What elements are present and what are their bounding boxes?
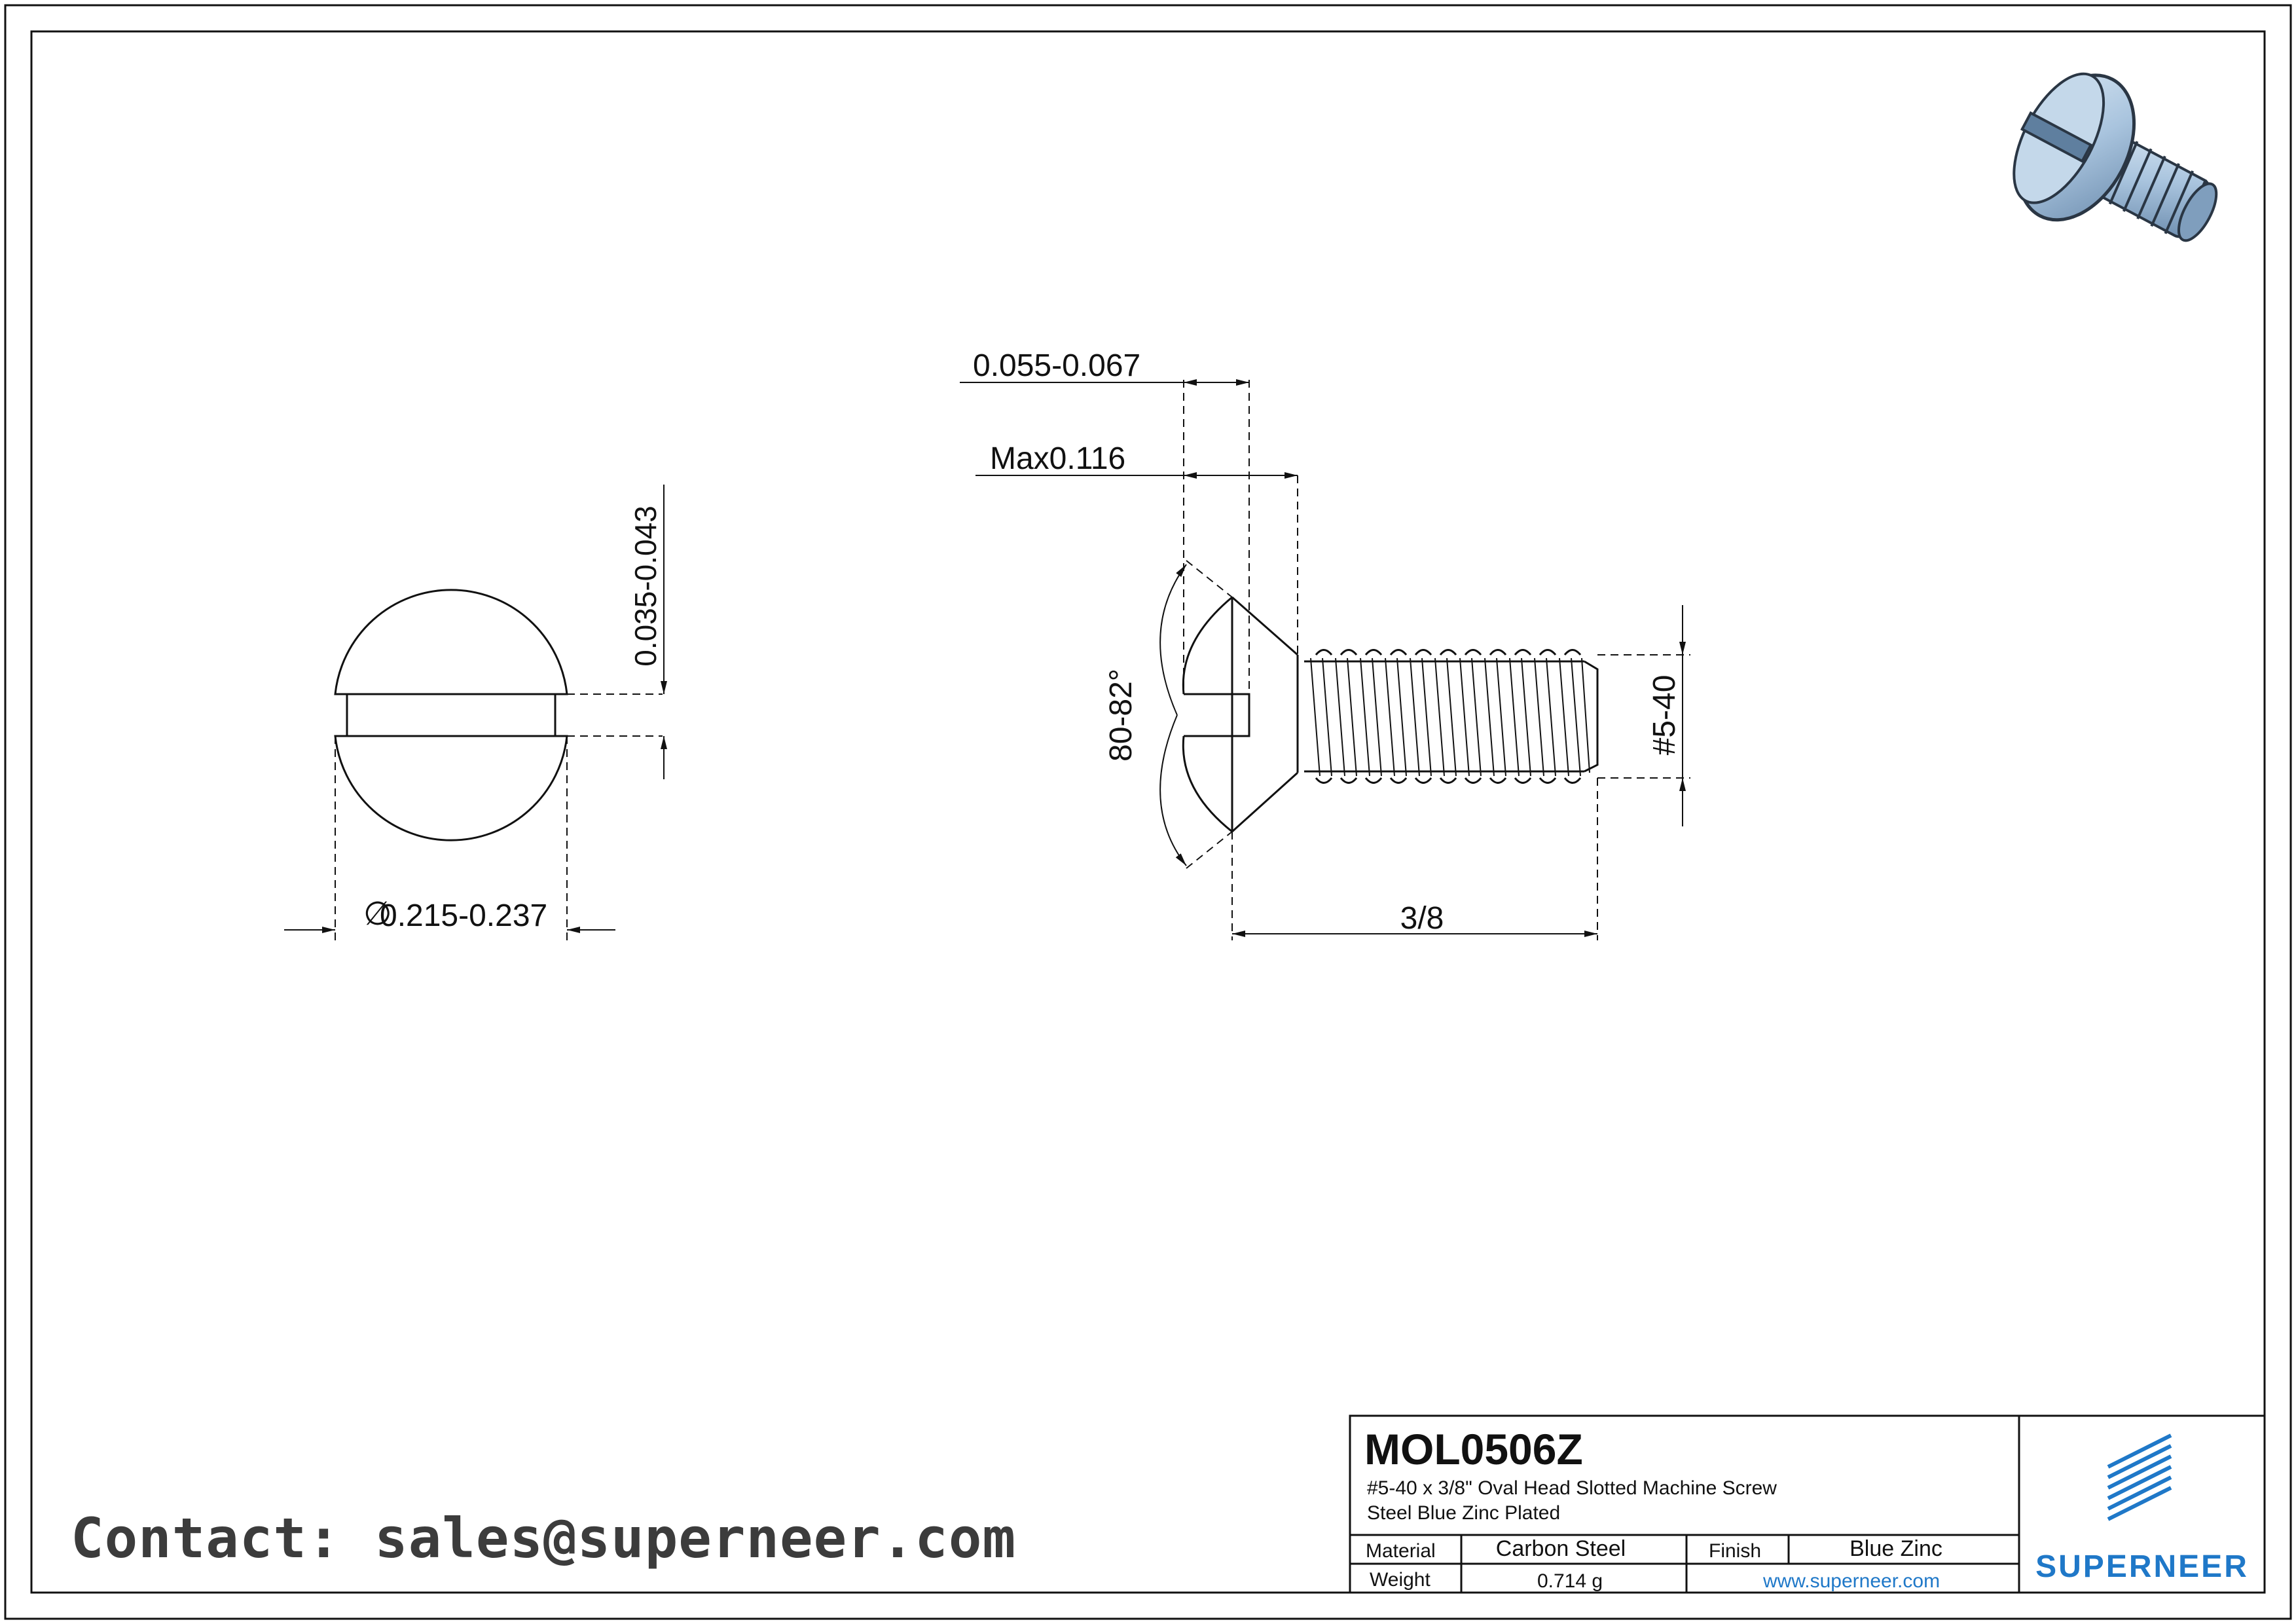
screw-3d-preview <box>2013 72 2218 242</box>
angle-dimension <box>1159 560 1233 869</box>
material-value: Carbon Steel <box>1496 1536 1626 1561</box>
max-head-label: Max0.116 <box>990 441 1125 476</box>
outer-border <box>4 4 2292 1620</box>
finish-label: Finish <box>1709 1540 1761 1562</box>
part-number: MOL0506Z <box>1364 1425 1583 1473</box>
diameter-symbol: ∅ <box>363 895 392 932</box>
thread-lines <box>1310 657 1590 777</box>
material-label: Material <box>1366 1540 1436 1562</box>
finish-value: Blue Zinc <box>1850 1536 1942 1561</box>
title-block <box>1349 1414 2266 1594</box>
weight-label: Weight <box>1370 1569 1430 1591</box>
max-head-dimension <box>975 472 1298 655</box>
slot-width-label: 0.035-0.043 <box>629 506 663 667</box>
head-height-label: 0.055-0.067 <box>973 348 1140 383</box>
inner-border <box>30 30 2266 1594</box>
slot-dimension <box>567 485 667 779</box>
head-top-view <box>334 589 568 841</box>
screw-head-side <box>1182 596 1299 833</box>
description-line-2: Steel Blue Zinc Plated <box>1367 1502 1560 1524</box>
description-line-1: #5-40 x 3/8" Oval Head Slotted Machine S… <box>1367 1477 1777 1499</box>
length-dimension <box>1231 778 1598 940</box>
head-diameter-dimension <box>284 736 615 943</box>
angle-label: 80-82° <box>1104 669 1139 762</box>
thread-dimension <box>1597 605 1690 826</box>
website-link[interactable]: www.superneer.com <box>1762 1570 1940 1592</box>
length-label: 3/8 <box>1400 901 1444 936</box>
brand-name: SUPERNEER <box>2035 1549 2249 1584</box>
contact-email[interactable]: Contact: sales@superneer.com <box>71 1506 1017 1570</box>
head-diameter-label: 0.215-0.237 <box>380 898 547 933</box>
head-height-dimension <box>960 379 1250 694</box>
thread-label: #5-40 <box>1647 675 1682 756</box>
superneer-logo-icon <box>2107 1433 2172 1521</box>
weight-value: 0.714 g <box>1537 1570 1603 1592</box>
